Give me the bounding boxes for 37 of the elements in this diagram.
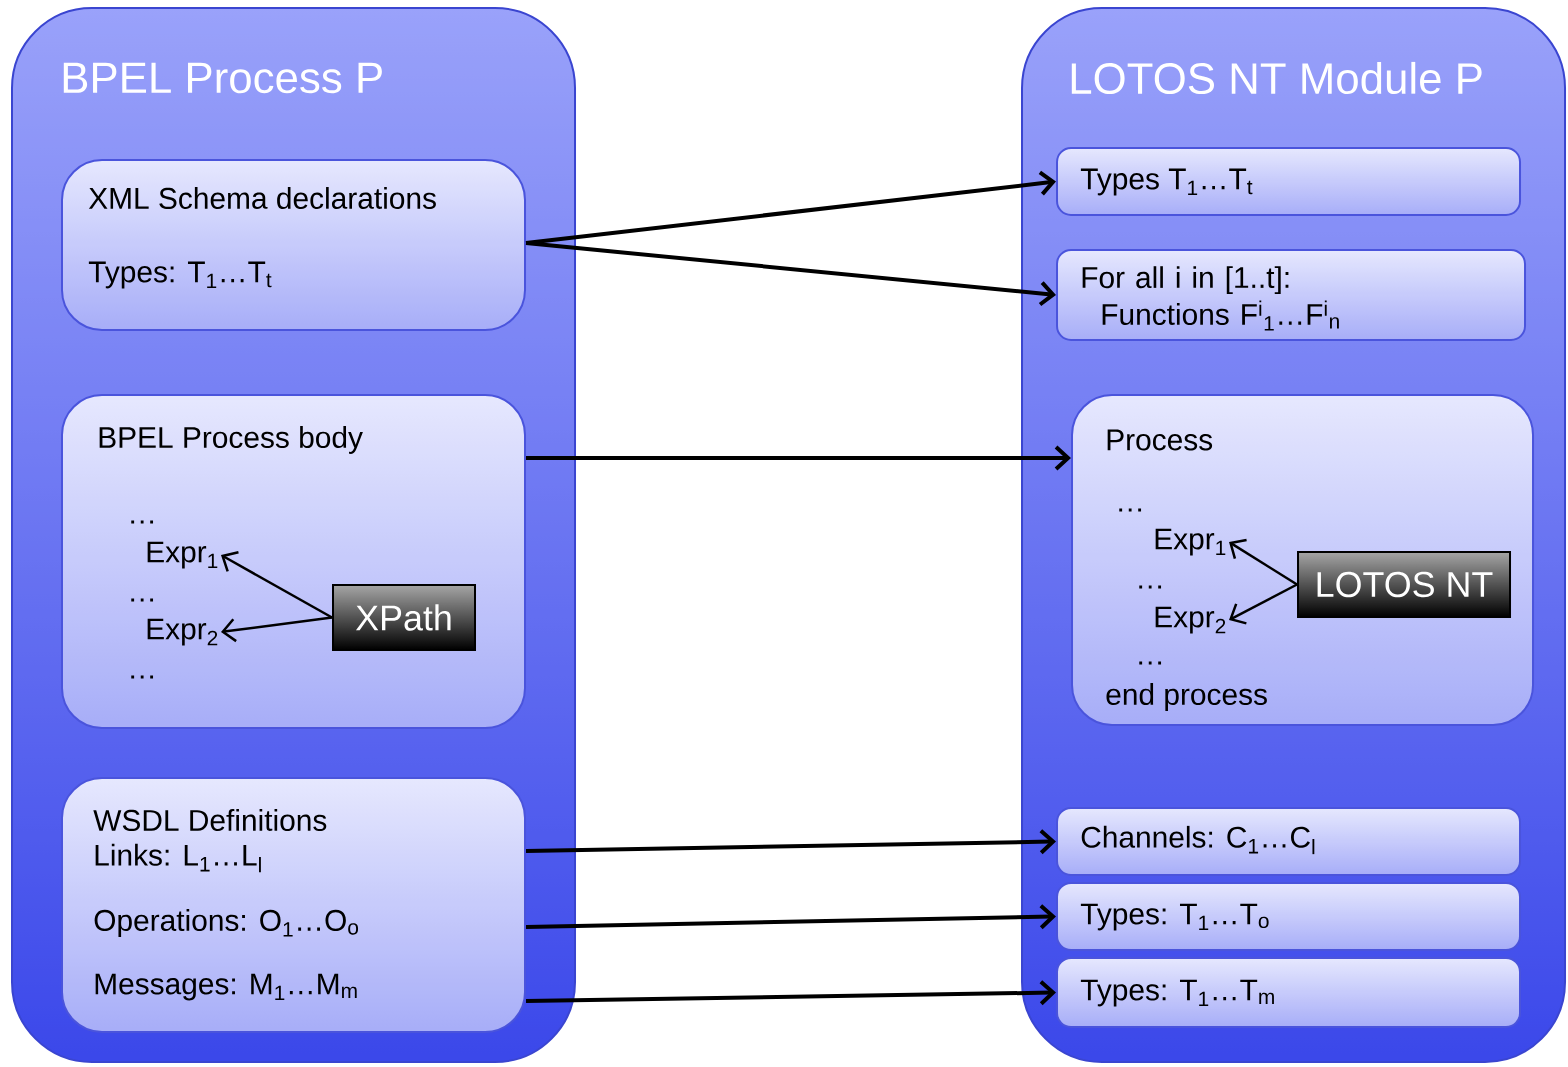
box-text: XML Schema declarations <box>88 187 436 209</box>
arrow <box>221 616 333 643</box>
box-text: Types: T$_{1}$…T$_{o}$ <box>1080 903 1269 931</box>
language-box: XPath <box>332 584 476 651</box>
box-text: … <box>131 675 154 679</box>
box-text: Types T$_{1}$…T$_{t}$ <box>1080 168 1253 196</box>
arrow <box>525 904 1056 930</box>
box-text: … <box>1139 661 1162 665</box>
expression-label: Expr$_{2}$ <box>1155 606 1226 634</box>
box-text: Types: T$_{1}$…T$_{m}$ <box>1080 979 1274 1007</box>
box-text: … <box>1119 508 1142 512</box>
panel-title: LOTOS NT Module P <box>1071 61 1482 95</box>
expression-label: Expr$_{2}$ <box>147 618 218 646</box>
arrow <box>525 829 1056 855</box>
box-text: … <box>131 520 154 524</box>
arrow <box>525 241 1056 307</box>
arrow <box>1229 538 1298 586</box>
box-text: Links: L$_{1}$…L$_{l}$ <box>95 843 261 873</box>
box-text: … <box>131 598 154 602</box>
panel-title: BPEL Process P <box>63 62 382 94</box>
arrow <box>221 551 333 619</box>
arrow <box>1229 583 1298 625</box>
box-text: … <box>1139 585 1162 589</box>
box-text: For all i in [1..t]: Functions F$^{i}$$_{1}$…F$^{i}$n <box>1082 266 1339 331</box>
box-text: WSDL Definitions <box>93 809 327 831</box>
arrow <box>526 445 1071 471</box>
box-text: Messages: M$_{1}$…M$_{m}$ <box>95 973 357 1001</box>
language-box: LOTOS NT <box>1297 551 1511 618</box>
expression-label: Expr$_{1}$ <box>147 541 218 569</box>
box-text: Channels: C$_{1}$…C$_{l}$ <box>1081 825 1315 855</box>
box-text: BPEL Process body <box>99 426 363 454</box>
box-text: Operations: O$_{1}$…O$_{o}$ <box>94 909 359 937</box>
box-text: end process <box>1106 683 1267 711</box>
arrow <box>525 980 1056 1006</box>
expression-label: Expr$_{1}$ <box>1155 528 1226 556</box>
box-text: Process <box>1107 429 1213 451</box>
box-text: Types: T$_{1}$…T$_{t}$ <box>88 261 272 289</box>
